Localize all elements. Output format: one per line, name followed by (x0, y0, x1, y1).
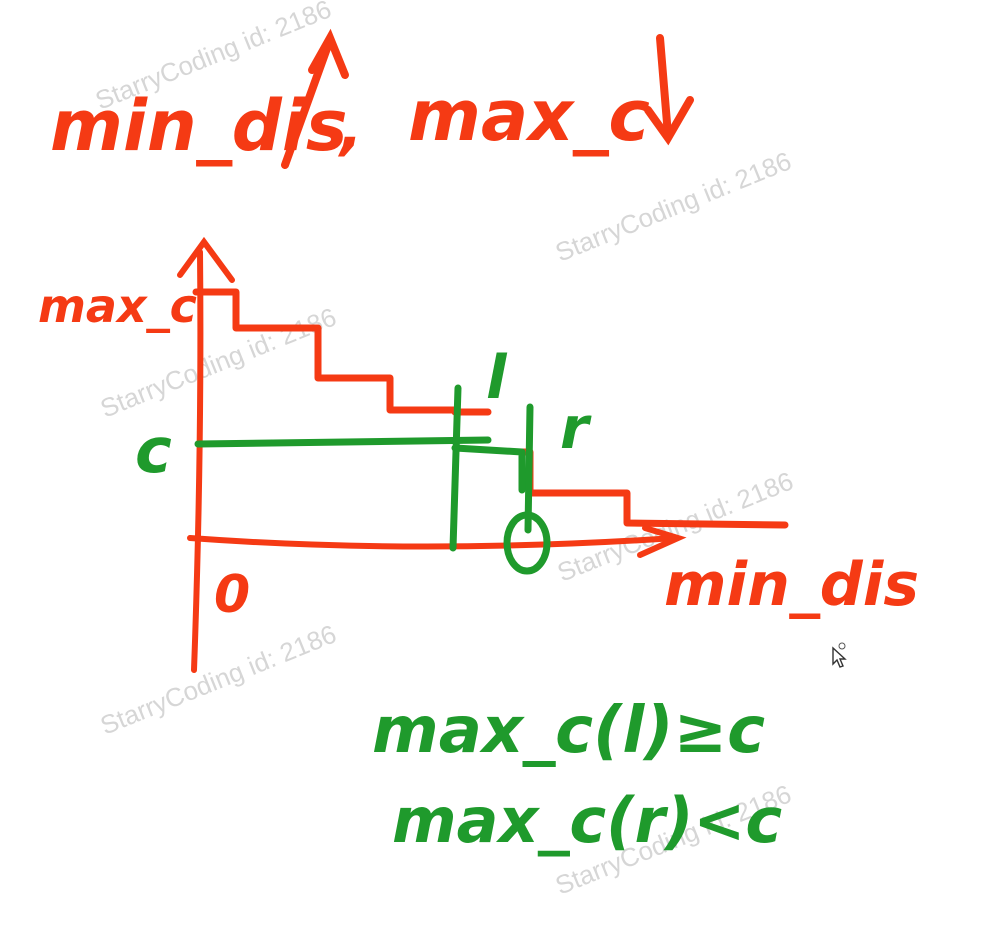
left-marker-label: l (486, 343, 508, 413)
right-marker-line (524, 403, 534, 534)
mouse-pointer-icon (832, 642, 847, 668)
down-arrow-icon (644, 34, 694, 146)
watermark-text: StarryCoding id: 2186 (551, 146, 795, 268)
x-axis-line (187, 535, 678, 550)
axes (177, 236, 687, 673)
formula-left-condition: max_c(l)≥c (372, 694, 765, 768)
x-axis-label: min_dis (664, 550, 919, 620)
y-axis-line (191, 249, 204, 673)
y-axis-arrow-icon (177, 236, 235, 283)
answer-marker-circle (503, 511, 551, 575)
x-axis-arrow-icon (637, 525, 687, 558)
watermark-text: StarryCoding id: 2186 (96, 619, 340, 741)
title-line: min_dis , max_c (50, 28, 694, 169)
threshold-line (194, 436, 492, 448)
left-marker-line (449, 384, 462, 552)
origin-label: 0 (214, 565, 250, 625)
title-max-c: max_c (408, 75, 650, 157)
y-axis-label: max_c (38, 279, 197, 333)
title-separator: , (337, 93, 363, 163)
formula-right-condition: max_c(r)<c (392, 784, 782, 857)
right-marker-label: r (560, 394, 592, 462)
up-arrow-icon (281, 28, 349, 169)
threshold-overlay (194, 384, 551, 575)
threshold-label: c (135, 414, 172, 487)
threshold-step (451, 444, 526, 494)
